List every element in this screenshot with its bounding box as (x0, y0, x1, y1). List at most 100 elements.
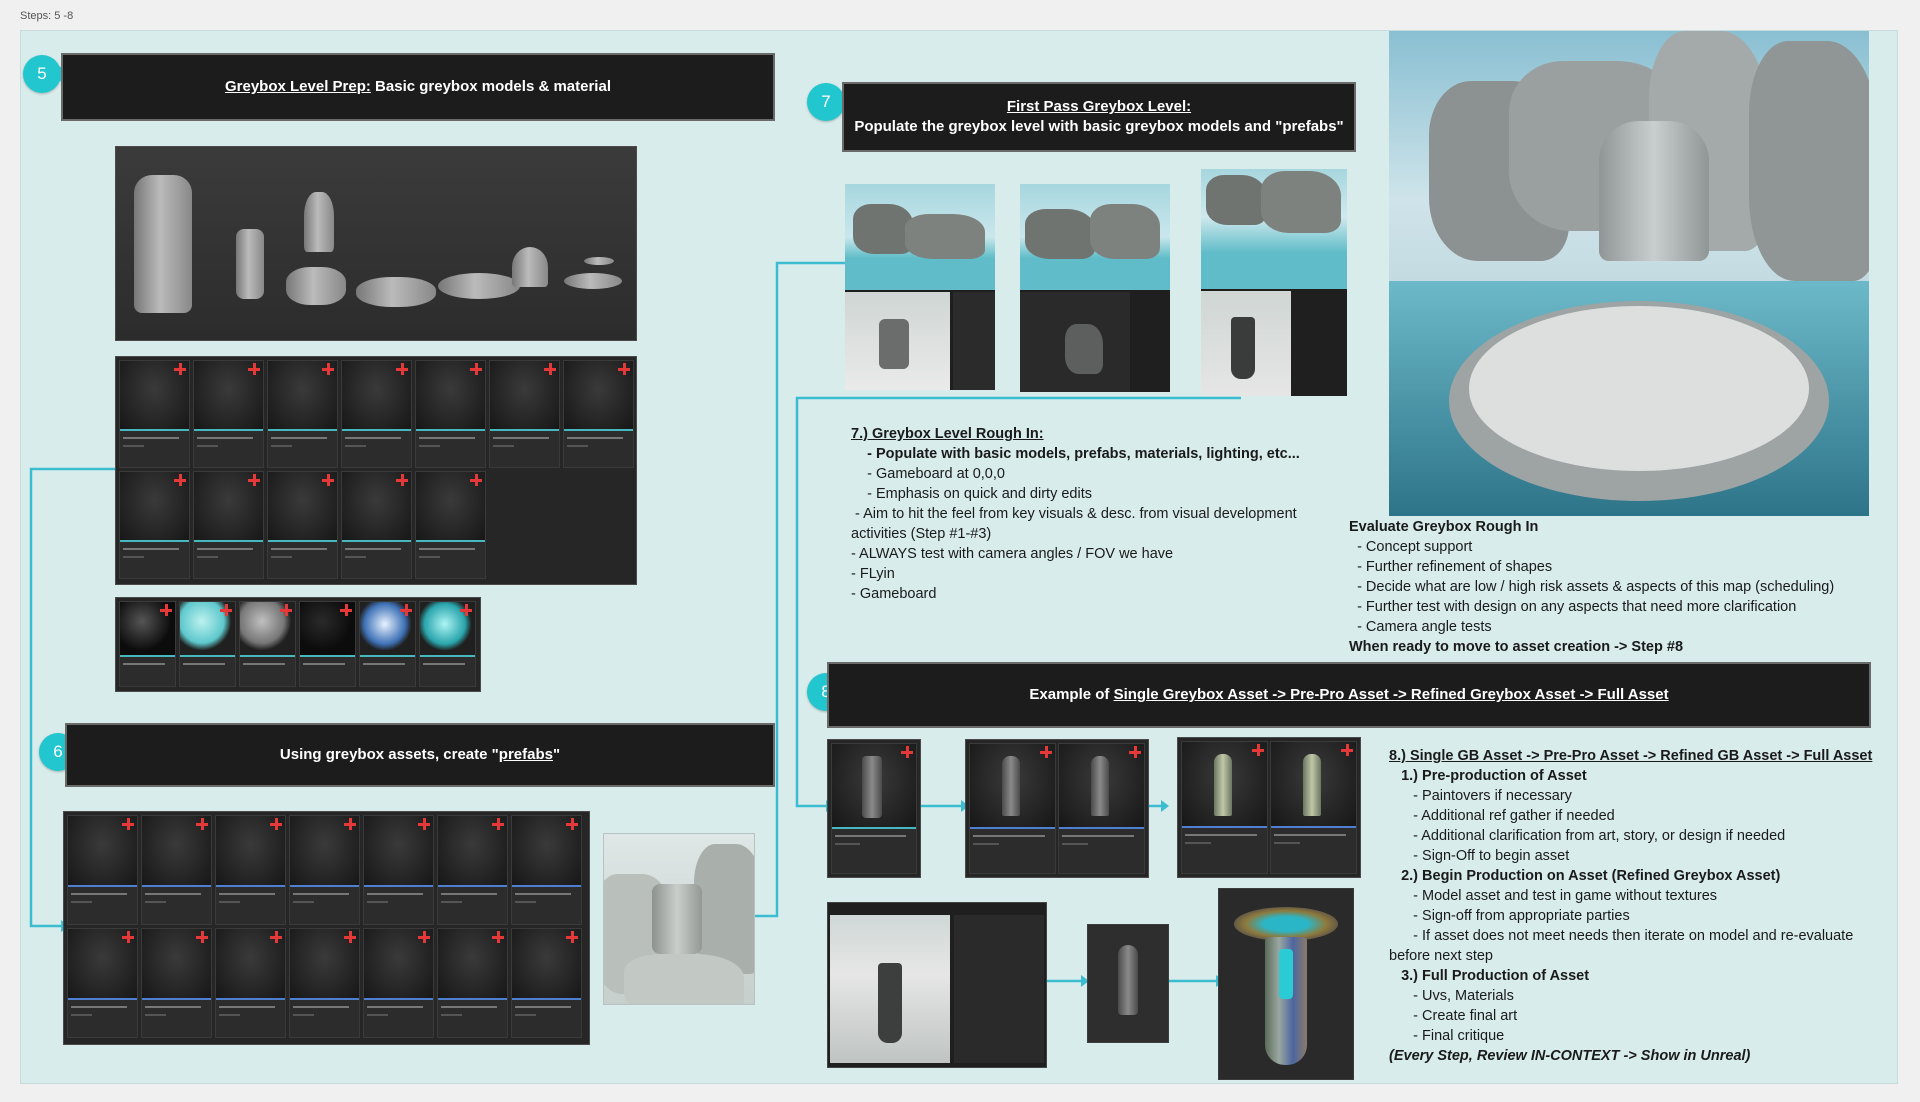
add-icon[interactable] (1341, 744, 1353, 756)
add-icon[interactable] (566, 818, 578, 830)
add-icon[interactable] (1040, 746, 1052, 758)
prefab-tile[interactable] (437, 815, 508, 925)
material-tile[interactable] (119, 601, 176, 687)
add-icon[interactable] (220, 604, 232, 616)
pre-pro-asset-tile[interactable] (1058, 743, 1145, 874)
add-icon[interactable] (544, 363, 556, 375)
note-line: 3.) Full Production of Asset (1389, 968, 1590, 984)
add-icon[interactable] (566, 931, 578, 943)
asset-tile[interactable] (267, 360, 338, 468)
add-icon[interactable] (322, 363, 334, 375)
prefab-scene-render (603, 833, 755, 1005)
add-icon[interactable] (470, 474, 482, 486)
asset-tile[interactable] (415, 360, 486, 468)
add-icon[interactable] (280, 604, 292, 616)
add-icon[interactable] (418, 931, 430, 943)
prefab-grid (67, 815, 582, 1038)
add-icon[interactable] (396, 474, 408, 486)
material-tile[interactable] (419, 601, 476, 687)
asset-tile[interactable] (563, 360, 634, 468)
level-screenshot-3 (1201, 169, 1347, 396)
pre-pro-asset-panel (965, 739, 1149, 878)
note-line: - Further refinement of shapes (1349, 559, 1553, 575)
add-icon[interactable] (492, 931, 504, 943)
note-line: 7.) Greybox Level Rough In: (851, 426, 1044, 442)
asset-tile[interactable] (119, 471, 190, 579)
material-tile[interactable] (299, 601, 356, 687)
single-gb-asset-panel (827, 739, 921, 878)
small-disc-model (584, 257, 614, 265)
note-line: - ALWAYS test with camera angles / FOV w… (851, 546, 1174, 562)
add-icon[interactable] (160, 604, 172, 616)
step-6-title-post: " (552, 746, 561, 763)
add-icon[interactable] (340, 604, 352, 616)
refined-asset-tile[interactable] (1270, 741, 1357, 874)
greybox-models-preview (115, 146, 637, 341)
level-screenshot-1 (845, 184, 995, 390)
note-line: When ready to move to asset creation -> … (1349, 639, 1684, 655)
step-7-badge: 7 (807, 83, 855, 121)
add-icon[interactable] (492, 818, 504, 830)
add-icon[interactable] (270, 818, 282, 830)
material-tile[interactable] (179, 601, 236, 687)
add-icon[interactable] (418, 818, 430, 830)
asset-tile[interactable] (489, 360, 560, 468)
add-icon[interactable] (248, 474, 260, 486)
add-icon[interactable] (460, 604, 472, 616)
prefab-tile[interactable] (215, 928, 286, 1038)
add-icon[interactable] (322, 474, 334, 486)
add-icon[interactable] (174, 474, 186, 486)
prefab-tile[interactable] (215, 815, 286, 925)
note-line: - If asset does not meet needs then iter… (1389, 928, 1854, 944)
add-icon[interactable] (901, 746, 913, 758)
add-icon[interactable] (248, 363, 260, 375)
step-7-notes: 7.) Greybox Level Rough In: - Populate w… (851, 424, 1351, 604)
material-tile[interactable] (239, 601, 296, 687)
add-icon[interactable] (618, 363, 630, 375)
asset-tile[interactable] (267, 471, 338, 579)
add-icon[interactable] (1252, 744, 1264, 756)
prefab-tile[interactable] (141, 815, 212, 925)
prefab-tile[interactable] (67, 815, 138, 925)
asset-tile[interactable] (119, 360, 190, 468)
add-icon[interactable] (174, 363, 186, 375)
pre-pro-asset-tile[interactable] (969, 743, 1056, 874)
material-tile[interactable] (359, 601, 416, 687)
note-line: - Create final art (1389, 1008, 1518, 1024)
add-icon[interactable] (122, 818, 134, 830)
prefab-tile[interactable] (363, 928, 434, 1038)
add-icon[interactable] (196, 931, 208, 943)
asset-tile[interactable] (415, 471, 486, 579)
add-icon[interactable] (196, 818, 208, 830)
add-icon[interactable] (470, 363, 482, 375)
note-line: - Further test with design on any aspect… (1349, 599, 1797, 615)
in-engine-asset-screenshot (827, 902, 1047, 1068)
gb-asset-tile[interactable] (831, 743, 917, 874)
asset-tile[interactable] (193, 360, 264, 468)
asset-tile[interactable] (193, 471, 264, 579)
step-5-header: Greybox Level Prep: Basic greybox models… (61, 53, 775, 121)
asset-tile[interactable] (341, 471, 412, 579)
boulder-model (286, 267, 346, 305)
add-icon[interactable] (1129, 746, 1141, 758)
prefab-tile[interactable] (289, 928, 360, 1038)
prefab-tile[interactable] (289, 815, 360, 925)
refined-asset-tile[interactable] (1181, 741, 1268, 874)
prefab-tile[interactable] (141, 928, 212, 1038)
steps-label: Steps: 5 -8 (20, 10, 74, 22)
note-line: - Sign-off from appropriate parties (1389, 908, 1630, 924)
prefab-tile[interactable] (511, 928, 582, 1038)
asset-tile[interactable] (341, 360, 412, 468)
add-icon[interactable] (122, 931, 134, 943)
prefab-tile[interactable] (511, 815, 582, 925)
add-icon[interactable] (344, 818, 356, 830)
add-icon[interactable] (396, 363, 408, 375)
add-icon[interactable] (344, 931, 356, 943)
full-asset-render (1218, 888, 1354, 1080)
prefab-tile[interactable] (363, 815, 434, 925)
prefab-tile[interactable] (437, 928, 508, 1038)
prefab-tile[interactable] (67, 928, 138, 1038)
add-icon[interactable] (270, 931, 282, 943)
add-icon[interactable] (400, 604, 412, 616)
note-line: - Additional ref gather if needed (1389, 808, 1615, 824)
